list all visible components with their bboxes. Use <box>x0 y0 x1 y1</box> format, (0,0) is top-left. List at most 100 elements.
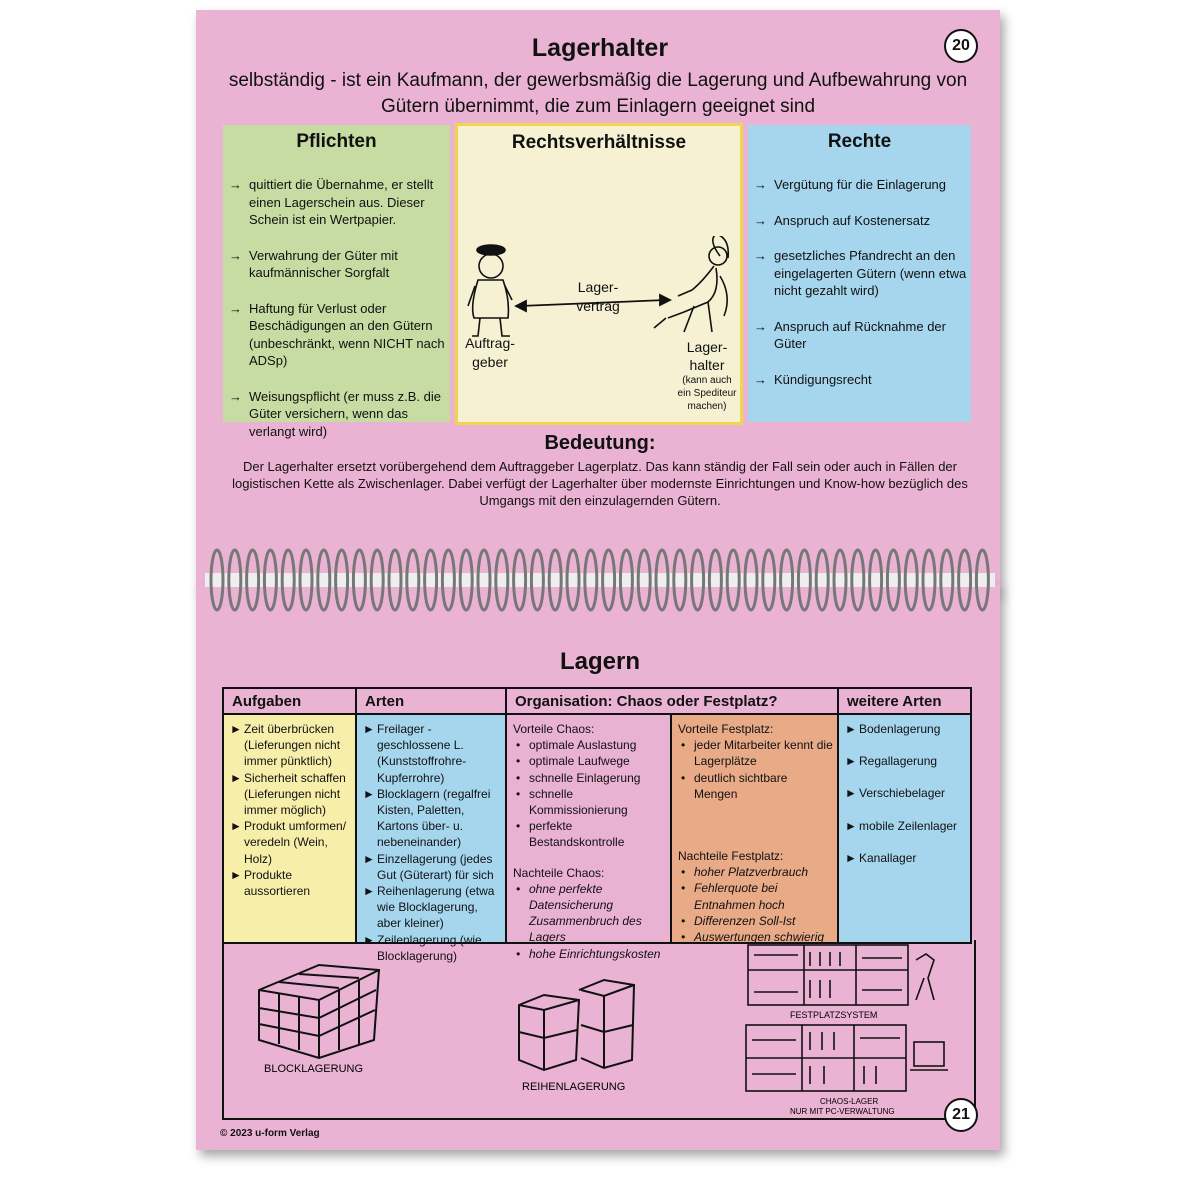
page-number-top: 20 <box>944 29 978 63</box>
chaos-vorteile-title: Vorteile Chaos: <box>513 722 595 736</box>
dot-bullet-icon: • <box>516 946 521 961</box>
reihenlager-sketch-icon <box>518 978 636 1072</box>
list-item: •schnelle Einlagerung <box>516 770 641 785</box>
spiral-ring <box>832 548 848 612</box>
dot-bullet-icon: • <box>516 754 521 769</box>
triangle-bullet-icon: ► <box>363 884 375 899</box>
list-item: ►Zeilenlagerung (wie Blocklagerung) <box>363 932 482 963</box>
list-item: →Anspruch auf Rücknahme der Güter <box>754 318 946 352</box>
list-item: •Differenzen Soll-Ist <box>681 913 796 928</box>
dot-bullet-icon: • <box>681 770 686 785</box>
list-item: ►Kanallager <box>845 850 917 865</box>
list-item: ►mobile Zeilenlager <box>845 818 958 833</box>
dot-bullet-icon: • <box>516 819 521 834</box>
spiral-ring <box>458 548 474 612</box>
auftraggeber-label-1: Auftrag- <box>465 335 515 351</box>
rechte-list: →Vergütung für die Einlagerung →Anspruch… <box>748 153 971 388</box>
pflichten-list: →quittiert die Übernahme, er stellt eine… <box>223 153 450 440</box>
festplatz-vorteile-title: Vorteile Festplatz: <box>678 722 774 736</box>
lagerhalter-label-2: halter <box>689 357 725 373</box>
spiral-ring <box>743 548 759 612</box>
spiral-ring <box>707 548 723 612</box>
list-item: ►Blocklagern (regalfrei Kisten, Paletten… <box>363 786 491 850</box>
page-title-bottom: Lagern <box>559 648 640 675</box>
list-item: ►Sicherheit schaffen (Lieferungen nicht … <box>230 770 346 818</box>
cell-weitere: ►Bodenlagerung ►Regallagerung ►Verschieb… <box>839 715 970 942</box>
list-item: •hohe Einrichtungskosten <box>516 946 661 961</box>
chaos-nachteile-title: Nachteile Chaos: <box>513 865 605 880</box>
page-number-bottom: 21 <box>944 1098 978 1132</box>
spiral-ring <box>796 548 812 612</box>
warehouse-sketches: BLOCKLAGERUNG REIHENLAGERUNG FESTPLATZSY… <box>258 944 948 1116</box>
rechte-heading: Rechte <box>827 131 892 152</box>
list-item: →Kündigungsrecht <box>754 371 872 387</box>
list-item: →Haftung für Verlust oder Beschädigungen… <box>229 300 445 369</box>
list-item: →Anspruch auf Kostenersatz <box>754 212 931 228</box>
spiral-ring <box>885 548 901 612</box>
spiral-ring <box>672 548 688 612</box>
festplatz-sketch-label: FESTPLATZSYSTEM <box>790 1010 877 1020</box>
dot-bullet-icon: • <box>681 913 686 928</box>
contract-sketch <box>467 236 730 337</box>
list-item: ►Regallagerung <box>845 754 938 769</box>
cell-arten: ►Freilager - geschlossene L. (Kunststoff… <box>357 715 507 963</box>
festplatz-nachteile-title: Nachteile Festplatz: <box>678 849 784 864</box>
list-item: ►Produkte aussortieren <box>230 867 311 899</box>
header-aufgaben: Aufgaben <box>224 689 357 715</box>
spiral-ring <box>245 548 261 612</box>
arrow-right-icon: → <box>229 247 242 263</box>
lagerhalter-note-2: ein Spediteur <box>677 388 737 399</box>
reihen-sketch-label: REIHENLAGERUNG <box>522 1081 625 1093</box>
cell-festplatz: Vorteile Festplatz: •jeder Mitarbeiter k… <box>672 715 839 944</box>
list-item: •ohne perfekte Datensicherung Zusammenbr… <box>516 881 642 945</box>
spiral-ring <box>351 548 367 612</box>
header-organisation: Organisation: Chaos oder Festplatz? <box>507 689 839 715</box>
chaos-sketch-label-1: CHAOS-LAGER <box>820 1097 878 1106</box>
dot-bullet-icon: • <box>516 881 521 896</box>
cell-chaos: Vorteile Chaos: •optimale Auslastung •op… <box>507 715 672 961</box>
spiral-ring <box>957 548 973 612</box>
dot-bullet-icon: • <box>516 770 521 785</box>
spiral-ring <box>565 548 581 612</box>
spiral-ring <box>423 548 439 612</box>
spiral-ring <box>939 548 955 612</box>
spiral-ring <box>405 548 421 612</box>
pflichten-panel: Pflichten →quittiert die Übernahme, er s… <box>223 125 450 439</box>
arrow-right-icon: → <box>754 248 767 263</box>
spiral-ring <box>779 548 795 612</box>
arrow-right-icon: → <box>754 177 767 192</box>
blocklager-sketch-icon <box>258 963 381 1060</box>
list-item: →Verwahrung der Güter mit kaufmännischer… <box>229 247 398 281</box>
cell-aufgaben: ►Zeit überbrücken (Lieferungen nicht imm… <box>224 715 357 942</box>
spiral-ring <box>529 548 545 612</box>
triangle-bullet-icon: ► <box>230 770 242 785</box>
spiral-ring <box>814 548 830 612</box>
dot-bullet-icon: • <box>516 738 521 753</box>
spiral-ring <box>369 548 385 612</box>
header-arten: Arten <box>357 689 507 715</box>
spiral-ring <box>334 548 350 612</box>
list-item: •Fehlerquote bei Entnahmen hoch <box>681 881 785 912</box>
spiral-ring <box>850 548 866 612</box>
chaos-sketch-label-2: NUR MIT PC-VERWALTUNG <box>790 1107 895 1116</box>
triangle-bullet-icon: ► <box>845 818 857 833</box>
spiral-binding-icon <box>205 548 995 612</box>
spiral-ring <box>636 548 652 612</box>
arrow-right-icon: → <box>229 177 242 192</box>
copyright-text: © 2023 u-form Verlag <box>220 1128 320 1139</box>
spiral-ring <box>690 548 706 612</box>
list-item: •optimale Laufwege <box>516 754 630 769</box>
list-item: •schnelle Kommissionierung <box>516 786 628 818</box>
triangle-bullet-icon: ► <box>230 819 242 834</box>
triangle-bullet-icon: ► <box>363 932 375 947</box>
list-item: ►Einzellagerung (jedes Gut (Güterart) fü… <box>363 851 494 882</box>
list-item: ►Freilager - geschlossene L. (Kunststoff… <box>363 722 467 785</box>
triangle-bullet-icon: ► <box>845 786 857 801</box>
double-arrow-icon <box>513 293 673 313</box>
spiral-ring <box>512 548 528 612</box>
triangle-bullet-icon: ► <box>845 722 857 736</box>
list-item: •jeder Mitarbeiter kennt die Lagerplätze <box>681 738 833 769</box>
block-sketch-label: BLOCKLAGERUNG <box>264 1063 363 1075</box>
spiral-ring <box>725 548 741 612</box>
list-item: ►Verschiebelager <box>845 786 946 801</box>
